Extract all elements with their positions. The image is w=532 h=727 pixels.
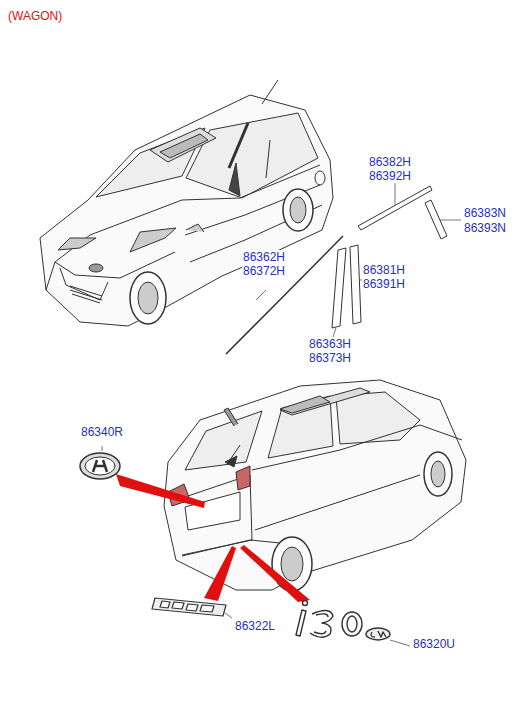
badge-86320U	[296, 601, 390, 641]
wagon-rear-view	[164, 380, 466, 591]
part-number: 86320U	[412, 637, 456, 651]
part-number: 86391H	[362, 277, 406, 291]
part-number: 86372H	[242, 264, 286, 278]
wagon-front-view	[40, 80, 333, 326]
location-bands	[116, 474, 310, 602]
part-number: 86383N	[463, 206, 507, 220]
part-number: 86392H	[368, 169, 412, 183]
part-number: 86340R	[80, 425, 124, 439]
part-number: 86373H	[308, 351, 352, 365]
trim-strips	[226, 186, 447, 354]
part-number: 86362H	[242, 250, 286, 264]
emblem-86340R	[80, 453, 120, 479]
part-number: 86363H	[308, 337, 352, 351]
title-text: (WAGON)	[8, 9, 62, 23]
badge-86322L	[152, 598, 226, 616]
leader-lines	[102, 182, 461, 646]
part-number: 86322L	[234, 619, 276, 633]
part-number: 86393N	[463, 221, 507, 235]
part-number: 86382H	[368, 155, 412, 169]
part-number: 86381H	[362, 263, 406, 277]
